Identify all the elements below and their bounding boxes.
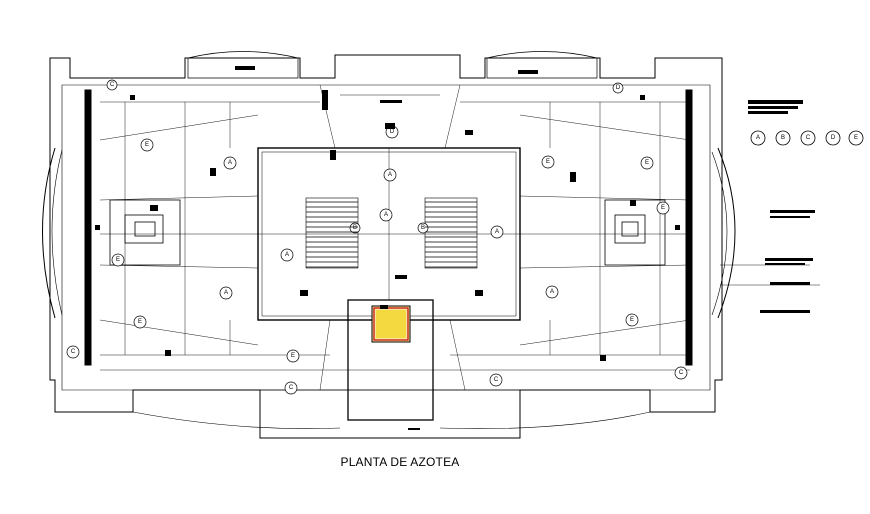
balcony-top-right	[486, 51, 598, 79]
marker-tag: B	[353, 225, 357, 231]
marker-tag: E	[630, 317, 634, 323]
marker-tag: A	[224, 290, 228, 296]
marker-tag: A	[550, 289, 554, 295]
right-core	[604, 199, 666, 266]
stair-right	[424, 197, 478, 269]
inner-outline	[61, 84, 711, 391]
legend-marker-b: B	[781, 135, 785, 141]
marker-tag: A	[384, 212, 388, 218]
building-outline	[49, 54, 723, 439]
marker-tag: A	[495, 229, 499, 235]
marker-tag: E	[145, 142, 149, 148]
marker-tag: D	[390, 129, 395, 135]
marker-tag: C	[494, 377, 499, 383]
marker-tag: C	[110, 82, 115, 88]
right-bay	[717, 147, 736, 319]
marker-tag: E	[661, 205, 665, 211]
left-bay	[42, 147, 56, 319]
marker-tag: A	[228, 160, 232, 166]
stair-left	[305, 197, 359, 269]
marker-tag: B	[421, 225, 425, 231]
marker-tag: E	[645, 160, 649, 166]
legend-marker-d: D	[831, 135, 836, 141]
marker-tag: E	[546, 159, 550, 165]
marker-tag: D	[616, 85, 621, 91]
marker-tag: A	[285, 252, 289, 258]
marker-tag: E	[138, 319, 142, 325]
marker-tag: C	[71, 349, 76, 355]
legend-marker-c: C	[806, 135, 811, 141]
marker-tag: E	[116, 257, 120, 263]
legend-marker-a: A	[756, 135, 760, 141]
drawing-title: PLANTA DE AZOTEA	[340, 455, 460, 469]
marker-tag: A	[388, 172, 392, 178]
marker-tag: E	[291, 353, 295, 359]
left-core	[109, 199, 181, 266]
balcony-top-left	[187, 51, 299, 79]
stair-core	[347, 299, 434, 421]
legend-marker-e: E	[854, 135, 858, 141]
marker-tag: C	[289, 385, 294, 391]
marker-legend: A B C D E	[756, 135, 858, 141]
marker-tag: C	[679, 370, 684, 376]
